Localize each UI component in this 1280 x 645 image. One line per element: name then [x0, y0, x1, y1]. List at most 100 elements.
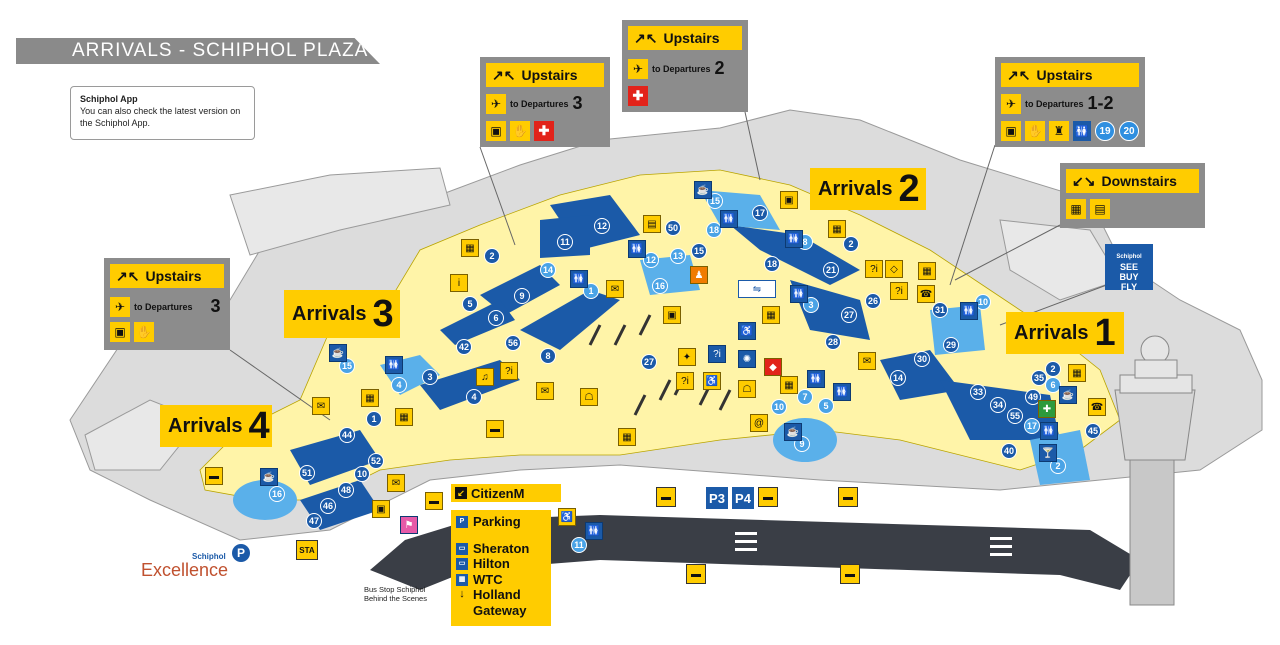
shop-icon[interactable]: ▦ — [618, 428, 636, 446]
map-number[interactable]: 10 — [771, 399, 787, 415]
shop-icon[interactable]: ▦ — [828, 220, 846, 238]
info-icon[interactable]: ?i — [708, 345, 726, 363]
ns-train-icon[interactable]: ⇋ — [738, 280, 776, 298]
map-number[interactable]: 48 — [338, 482, 354, 498]
map-number[interactable]: 35 — [1031, 370, 1047, 386]
map-number[interactable]: 10 — [975, 294, 991, 310]
map-number[interactable]: 5 — [818, 398, 834, 414]
map-number[interactable]: 2 — [1045, 361, 1061, 377]
restroom-icon[interactable]: 🚻 — [385, 356, 403, 374]
wheelchair-icon[interactable]: ♿ — [738, 322, 756, 340]
map-number[interactable]: 12 — [643, 252, 659, 268]
map-number[interactable]: 13 — [670, 248, 686, 264]
map-number[interactable]: 5 — [462, 296, 478, 312]
drinks-icon[interactable]: 🍸 — [1039, 444, 1057, 462]
coffee-icon[interactable]: ☕ — [329, 344, 347, 362]
map-number[interactable]: 31 — [932, 302, 948, 318]
shop-icon[interactable]: ▦ — [461, 239, 479, 257]
restroom-icon[interactable]: 🚻 — [790, 285, 808, 303]
restroom-icon[interactable]: 🚻 — [585, 522, 603, 540]
hotel-row-wtc[interactable]: ▦WTC — [456, 572, 546, 588]
bus-icon[interactable]: ▬ — [205, 467, 223, 485]
map-number[interactable]: 51 — [299, 465, 315, 481]
map-number[interactable]: 42 — [456, 339, 472, 355]
info-icon[interactable]: ?i — [890, 282, 908, 300]
shop-icon[interactable]: ▤ — [643, 215, 661, 233]
shop-icon[interactable]: ▦ — [918, 262, 936, 280]
map-number[interactable]: 47 — [306, 513, 322, 529]
mail-icon[interactable]: ✉ — [312, 397, 330, 415]
wheelchair-icon[interactable]: ♿ — [558, 508, 576, 526]
map-number[interactable]: 45 — [1085, 423, 1101, 439]
shop-icon[interactable]: ▦ — [395, 408, 413, 426]
pharmacy-icon[interactable]: ✚ — [1038, 400, 1056, 418]
map-number[interactable]: 29 — [943, 337, 959, 353]
mail-icon[interactable]: ✉ — [536, 382, 554, 400]
map-number[interactable]: 34 — [990, 397, 1006, 413]
mail-icon[interactable]: ✉ — [858, 352, 876, 370]
map-number[interactable]: 44 — [339, 427, 355, 443]
info-icon[interactable]: ?i — [500, 362, 518, 380]
info-icon[interactable]: ?i — [865, 260, 883, 278]
phone-icon[interactable]: ☎ — [1088, 398, 1106, 416]
map-number[interactable]: 18 — [764, 256, 780, 272]
map-number[interactable]: 2 — [1050, 458, 1066, 474]
bus-icon[interactable]: ▬ — [686, 564, 706, 584]
meeting-point-icon[interactable]: ✺ — [738, 350, 756, 368]
map-number[interactable]: 11 — [571, 537, 587, 553]
map-number[interactable]: 14 — [890, 370, 906, 386]
map-number[interactable]: 21 — [823, 262, 839, 278]
map-number[interactable]: 55 — [1007, 408, 1023, 424]
taxi-icon[interactable]: ▬ — [838, 487, 858, 507]
baggage-wrap-icon[interactable]: ▣ — [372, 500, 390, 518]
bus-icon[interactable]: ▬ — [758, 487, 778, 507]
map-number[interactable]: 46 — [320, 498, 336, 514]
mail-icon[interactable]: ✉ — [606, 280, 624, 298]
hedgehog-icon[interactable]: ✦ — [678, 348, 696, 366]
phone-icon[interactable]: ☎ — [917, 285, 935, 303]
citizenm-direction[interactable]: ↙ CitizenM — [451, 484, 561, 502]
ticket-icon[interactable]: ◇ — [885, 260, 903, 278]
restroom-icon[interactable]: 🚻 — [960, 302, 978, 320]
coffee-icon[interactable]: ☕ — [260, 468, 278, 486]
sta-sign[interactable]: STA — [296, 540, 318, 560]
bus-stop-icon[interactable]: ⚑ — [400, 516, 418, 534]
coffee-icon[interactable]: ☕ — [1059, 386, 1077, 404]
map-number[interactable]: 18 — [706, 222, 722, 238]
mail-icon[interactable]: ✉ — [387, 474, 405, 492]
hotel-row-holland-gateway[interactable]: ↓Holland Gateway — [459, 587, 527, 618]
parking-p4-sign[interactable]: P4 — [732, 487, 754, 509]
stroller-icon[interactable]: ☖ — [738, 380, 756, 398]
map-number[interactable]: 15 — [339, 358, 355, 374]
map-number[interactable]: 8 — [540, 348, 556, 364]
restroom-icon[interactable]: 🚻 — [833, 383, 851, 401]
luggage-icon[interactable]: ▣ — [663, 306, 681, 324]
map-number[interactable]: 4 — [391, 377, 407, 393]
map-number[interactable]: 30 — [914, 351, 930, 367]
map-number[interactable]: 52 — [368, 453, 384, 469]
map-number[interactable]: 17 — [1024, 418, 1040, 434]
map-number[interactable]: 6 — [488, 310, 504, 326]
map-number[interactable]: 33 — [970, 384, 986, 400]
parking-p3-sign[interactable]: P3 — [706, 487, 728, 509]
map-number[interactable]: 14 — [540, 262, 556, 278]
map-number[interactable]: 9 — [514, 288, 530, 304]
map-number[interactable]: 40 — [1001, 443, 1017, 459]
restroom-icon[interactable]: 🚻 — [1040, 422, 1058, 440]
shop-icon[interactable]: ▦ — [762, 306, 780, 324]
bus-icon[interactable]: ▬ — [656, 487, 676, 507]
coffee-icon[interactable]: ☕ — [694, 181, 712, 199]
baggage-icon[interactable]: ▣ — [780, 191, 798, 209]
map-number[interactable]: 7 — [797, 389, 813, 405]
wheelchair-icon[interactable]: ♿ — [703, 372, 721, 390]
info-icon[interactable]: ?i — [676, 372, 694, 390]
map-number[interactable]: 27 — [841, 307, 857, 323]
map-number[interactable]: 12 — [594, 218, 610, 234]
map-number[interactable]: 26 — [865, 293, 881, 309]
map-number[interactable]: 1 — [366, 411, 382, 427]
coffee-icon[interactable]: ☕ — [784, 423, 802, 441]
map-number[interactable]: 3 — [422, 369, 438, 385]
hearing-icon[interactable]: ♫ — [476, 368, 494, 386]
map-number[interactable]: 50 — [665, 220, 681, 236]
stroller-icon[interactable]: ☖ — [580, 388, 598, 406]
